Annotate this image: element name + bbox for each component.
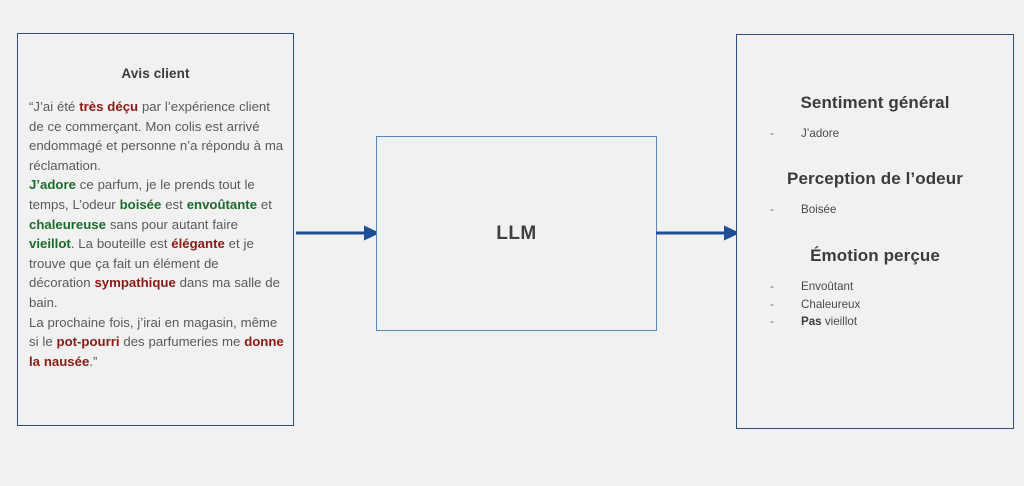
review-text-segment: et — [257, 196, 276, 212]
output-section-heading: Sentiment général — [800, 93, 950, 112]
output-section-list: Boisée — [737, 201, 1013, 219]
list-item-label: vieillot — [821, 315, 858, 328]
list-item-label: J’adore — [801, 127, 840, 140]
review-text-segment: est — [161, 196, 187, 212]
review-highlight-negative: très déçu — [79, 99, 139, 114]
list-item-emphasis: Pas — [801, 315, 822, 328]
review-text-segment: et je trouve que ça fait un élément de d… — [29, 236, 258, 291]
output-section-heading: Perception de l’odeur — [787, 168, 963, 188]
list-item: J’adore — [770, 125, 1013, 143]
review-text-segment: par l’expérience client de ce commerçant… — [29, 99, 284, 173]
arrow-right-icon — [296, 225, 380, 241]
output-section-list: J’adore — [737, 125, 1013, 143]
review-text-segment: des parfumeries me — [119, 334, 245, 350]
review-text-segment: dans ma salle de bain. La prochaine fois… — [29, 275, 280, 350]
customer-review-panel: Avis client “J’ai été très déçu par l’ex… — [17, 33, 294, 426]
list-item: Pas vieillot — [770, 313, 1013, 331]
review-highlight-positive: boisée — [119, 196, 162, 212]
review-text-segment: “J’ai été — [29, 99, 80, 114]
list-item-label: Chaleureux — [801, 297, 861, 311]
review-highlight-negative: sympathique — [94, 275, 176, 291]
llm-label: LLM — [496, 222, 537, 244]
review-text-segment: . La bouteille est — [70, 236, 172, 252]
review-highlight-positive: chaleureuse — [29, 216, 106, 232]
review-highlight-negative: donne la nausée — [29, 334, 288, 369]
review-to-llm-arrow — [296, 224, 380, 242]
list-item: Envoûtant — [770, 278, 1013, 296]
review-highlight-positive: vieillot — [29, 236, 71, 252]
review-text: “J’ai été très déçu par l’expérience cli… — [29, 97, 284, 371]
review-text-segment: .” — [89, 353, 98, 369]
review-highlight-negative: élégante — [171, 236, 225, 252]
llm-to-output-arrow — [656, 224, 740, 242]
diagram-canvas: Avis client “J’ai été très déçu par l’ex… — [0, 0, 1024, 441]
output-section-heading: Émotion perçue — [810, 246, 940, 265]
arrow-right-icon — [656, 225, 740, 241]
list-item: Chaleureux — [770, 296, 1013, 314]
llm-node: LLM — [376, 136, 657, 331]
review-highlight-negative: pot-pourri — [56, 334, 120, 350]
review-text-segment: ce parfum, je le prends tout le temps, L… — [29, 177, 259, 212]
output-section-list: EnvoûtantChaleureuxPas vieillot — [737, 278, 1013, 331]
list-item: Boisée — [770, 201, 1013, 219]
list-item-label: Boisée — [801, 202, 837, 216]
review-text-segment: sans pour autant faire — [105, 216, 242, 232]
review-highlight-positive: envoûtante — [186, 196, 258, 212]
review-panel-heading: Avis client — [121, 66, 190, 81]
list-item-label: Envoûtant — [801, 280, 854, 293]
review-highlight-positive: J’adore — [29, 177, 76, 193]
